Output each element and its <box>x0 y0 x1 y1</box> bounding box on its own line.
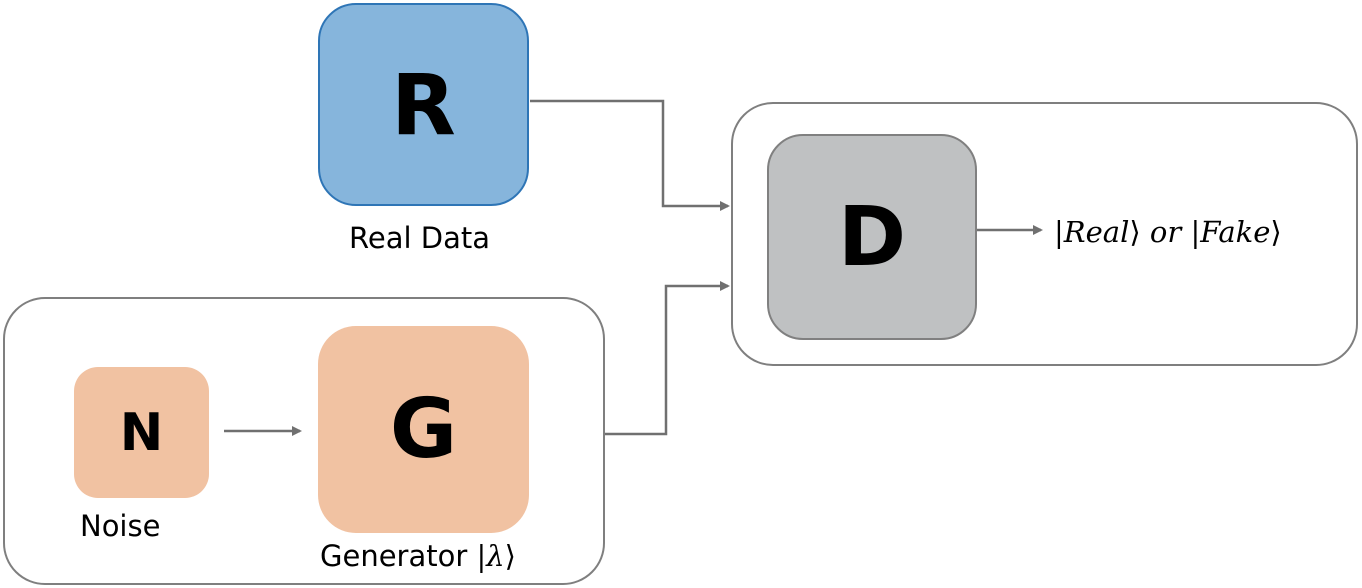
generator-label: Generator |λ⟩ <box>320 542 516 571</box>
output-real-ket: Real <box>1063 215 1130 249</box>
generator-letter: G <box>389 382 458 477</box>
generator-node: G <box>318 326 529 533</box>
generator-ket-symbol: λ <box>486 539 505 573</box>
discriminator-letter: D <box>837 189 907 285</box>
noise-label: Noise <box>80 509 161 543</box>
noise-node: N <box>74 367 209 498</box>
output-connector: or <box>1149 215 1182 249</box>
real-data-node: R <box>318 3 529 206</box>
generator-ket: |λ⟩ <box>476 539 516 573</box>
noise-letter: N <box>119 402 164 463</box>
real-to-discriminator-arrow <box>530 99 730 211</box>
generator-label-text: Generator <box>320 539 468 573</box>
discriminator-node: D <box>767 134 977 340</box>
discriminator-output-label: |Real⟩ or |Fake⟩ <box>1054 215 1282 249</box>
generator-to-discriminator-arrow <box>605 281 730 436</box>
output-fake-ket: Fake <box>1200 215 1271 249</box>
real-data-letter: R <box>391 55 456 154</box>
real-data-label: Real Data <box>349 221 490 255</box>
